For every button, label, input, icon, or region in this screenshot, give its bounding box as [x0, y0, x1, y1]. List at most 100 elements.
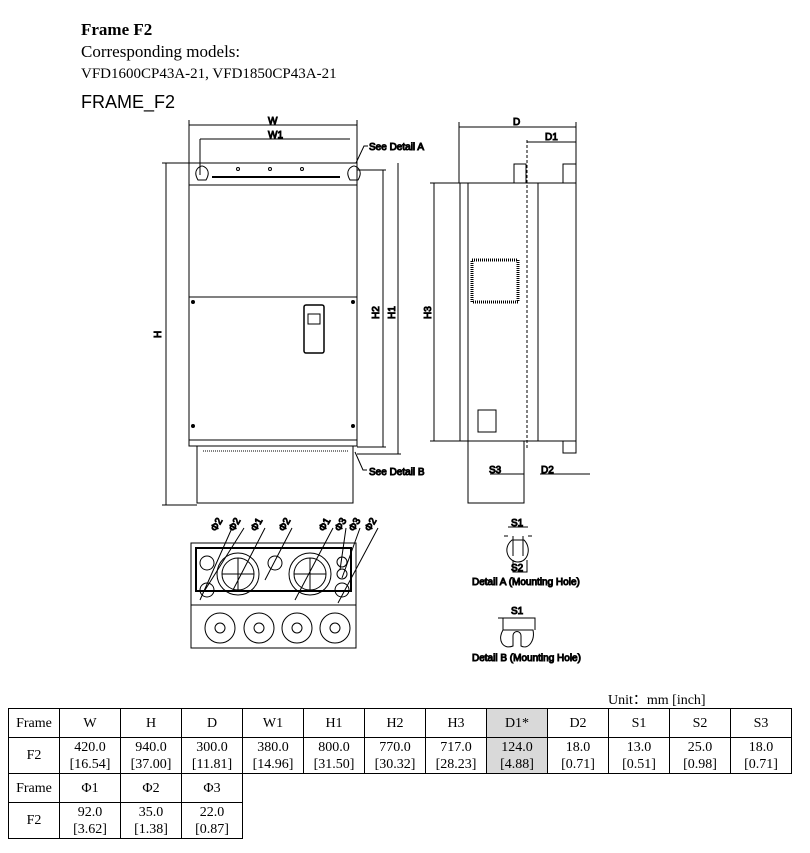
models-label: Corresponding models:	[81, 42, 241, 61]
column-header: D1*	[486, 708, 548, 738]
phi-label: Φ2	[227, 516, 244, 534]
label-w: W	[268, 116, 278, 127]
detail-a-s1: S1	[511, 518, 524, 529]
column-header: W	[59, 708, 121, 738]
value-cell: 770.0[30.32]	[364, 737, 426, 774]
value-cell: 800.0[31.50]	[303, 737, 365, 774]
value-inch: [30.32]	[374, 756, 416, 772]
value-mm: 717.0	[440, 739, 472, 755]
see-detail-b: See Detail B	[369, 467, 425, 478]
phi-label: Φ2	[277, 516, 294, 534]
value-inch: [37.00]	[130, 756, 172, 772]
value-inch: [0.51]	[622, 756, 656, 772]
detail-b-caption: Detail B (Mounting Hole)	[472, 653, 581, 664]
column-header: S3	[730, 708, 792, 738]
column-header: Frame	[8, 708, 60, 738]
bottom-view	[190, 527, 379, 649]
value-cell: 420.0[16.54]	[59, 737, 121, 774]
value-cell: 940.0[37.00]	[120, 737, 182, 774]
column-header: D	[181, 708, 243, 738]
label-w1: W1	[268, 130, 283, 141]
value-mm: 124.0	[501, 739, 533, 755]
value-cell: 300.0[11.81]	[181, 737, 243, 774]
value-cell: 18.0[0.71]	[547, 737, 609, 774]
phi-label: Φ2	[363, 516, 380, 534]
value-mm: 770.0	[379, 739, 411, 755]
value-mm: 35.0	[138, 804, 164, 820]
model-list: VFD1600CP43A-21, VFD1850CP43A-21	[81, 66, 337, 82]
value-inch: [11.81]	[191, 756, 233, 772]
value-cell: 717.0[28.23]	[425, 737, 487, 774]
value-mm: 800.0	[318, 739, 350, 755]
detail-b-s1: S1	[511, 606, 524, 617]
label-s3: S3	[489, 465, 502, 476]
label-h: H	[153, 331, 164, 338]
value-inch: [1.38]	[134, 821, 168, 837]
value-cell: 22.0[0.87]	[181, 802, 243, 839]
column-header: Frame	[8, 773, 60, 803]
value-mm: 380.0	[257, 739, 289, 755]
value-inch: [4.88]	[500, 756, 534, 772]
value-mm: 420.0	[74, 739, 106, 755]
value-inch: [28.23]	[435, 756, 477, 772]
value-inch: [31.50]	[313, 756, 355, 772]
value-inch: [0.71]	[744, 756, 778, 772]
value-inch: [0.98]	[683, 756, 717, 772]
value-mm: 18.0	[748, 739, 774, 755]
column-header: H3	[425, 708, 487, 738]
detail-a-s2: S2	[511, 563, 524, 574]
label-d: D	[513, 117, 520, 128]
frame-cell: F2	[8, 802, 60, 839]
value-mm: 25.0	[687, 739, 713, 755]
column-header: S2	[669, 708, 731, 738]
value-cell: 18.0[0.71]	[730, 737, 792, 774]
value-cell: 25.0[0.98]	[669, 737, 731, 774]
detail-a-drawing	[504, 526, 532, 573]
phi-label: Φ3	[333, 516, 350, 534]
value-cell: 124.0[4.88]	[486, 737, 548, 774]
drawing-title: FRAME_F2	[81, 92, 176, 112]
value-inch: [3.62]	[73, 821, 107, 837]
value-mm: 300.0	[196, 739, 228, 755]
value-inch: [0.71]	[561, 756, 595, 772]
frame-title: Frame F2	[81, 20, 153, 39]
label-d1: D1	[545, 132, 558, 143]
dimension-drawing: W W1 H H2 H1 H3 D D1 D2 S3 See Detail A …	[153, 116, 590, 665]
column-header: W1	[242, 708, 304, 738]
unit-label: Unit：mm [inch]	[608, 693, 706, 708]
column-header: Φ2	[120, 773, 182, 803]
phi-label: Φ3	[347, 516, 364, 534]
frame-cell: F2	[8, 737, 60, 774]
column-header: Φ1	[59, 773, 121, 803]
side-view	[430, 122, 590, 504]
value-inch: [16.54]	[69, 756, 111, 772]
value-inch: [0.87]	[195, 821, 229, 837]
column-header: H2	[364, 708, 426, 738]
value-cell: 13.0[0.51]	[608, 737, 670, 774]
label-h3: H3	[423, 306, 434, 319]
phi-label: Φ2	[209, 516, 226, 534]
see-detail-a: See Detail A	[369, 142, 424, 153]
column-header: D2	[547, 708, 609, 738]
value-mm: 22.0	[199, 804, 225, 820]
column-header: H	[120, 708, 182, 738]
value-mm: 18.0	[565, 739, 591, 755]
label-d2: D2	[541, 465, 554, 476]
value-mm: 940.0	[135, 739, 167, 755]
column-header: H1	[303, 708, 365, 738]
value-cell: 92.0[3.62]	[59, 802, 121, 839]
label-h2: H2	[371, 306, 382, 319]
value-cell: 380.0[14.96]	[242, 737, 304, 774]
value-mm: 92.0	[77, 804, 103, 820]
value-mm: 13.0	[626, 739, 652, 755]
front-view	[162, 120, 401, 506]
detail-b-drawing	[498, 617, 536, 648]
detail-a-caption: Detail A (Mounting Hole)	[472, 577, 580, 588]
column-header: Φ3	[181, 773, 243, 803]
label-h1: H1	[387, 306, 398, 319]
